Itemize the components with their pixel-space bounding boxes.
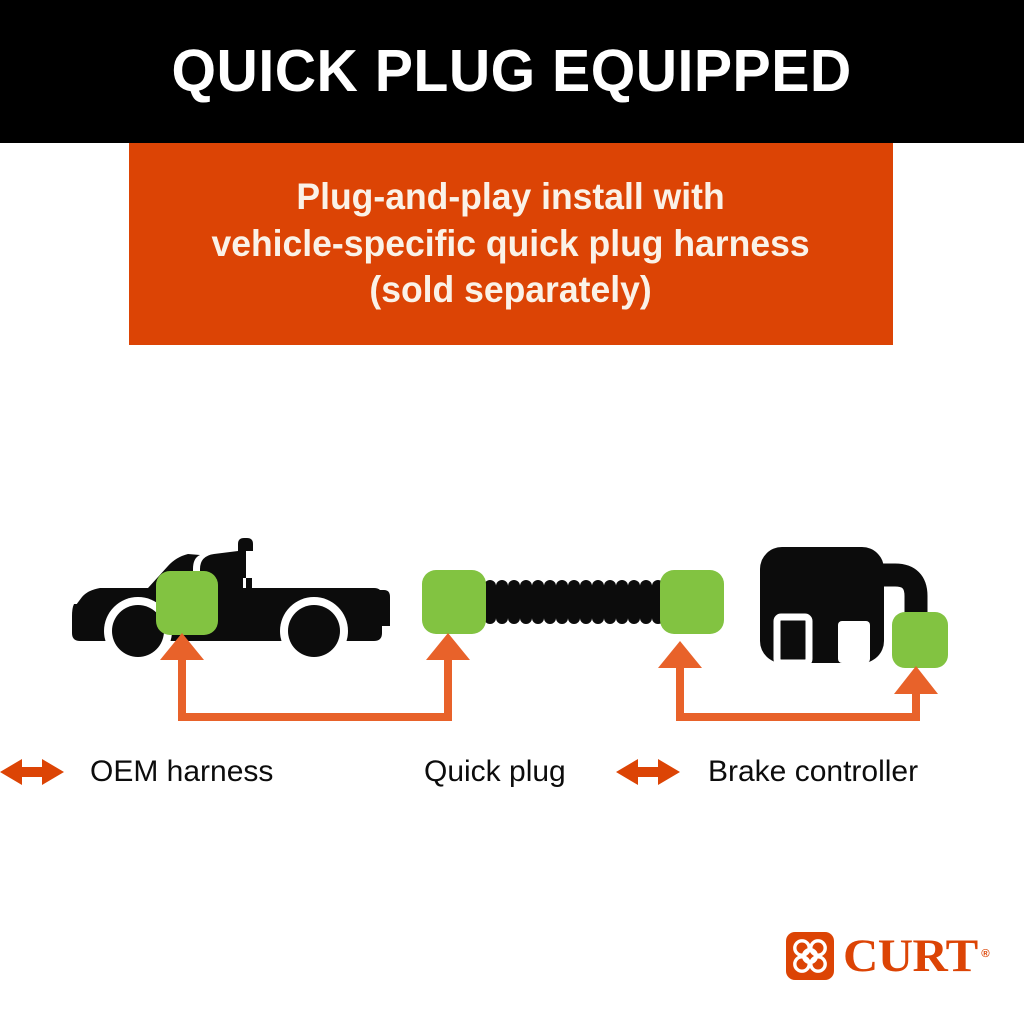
curt-wordmark: CURT ®	[843, 930, 990, 982]
label-row: OEM harness Quick plug Brake controller	[0, 748, 1024, 796]
bracket-left	[160, 633, 470, 721]
label-quick-plug: Quick plug	[424, 755, 566, 788]
header-bar: QUICK PLUG EQUIPPED	[0, 0, 1024, 143]
curt-wordmark-text: CURT	[843, 930, 978, 982]
bidirectional-arrow-icon-1	[0, 759, 64, 785]
diagram-illustration	[0, 500, 1024, 820]
curt-logo: CURT ®	[786, 930, 990, 982]
page-title: QUICK PLUG EQUIPPED	[171, 38, 853, 104]
bracket-right	[658, 641, 938, 721]
pickup-truck-icon	[72, 538, 390, 665]
bidirectional-arrow-icon-2	[616, 759, 680, 785]
brake-controller-icon	[760, 547, 948, 668]
registered-mark: ®	[981, 948, 990, 960]
curt-trefoil-icon	[786, 932, 834, 980]
subtitle-text: Plug-and-play install with vehicle-speci…	[211, 175, 811, 311]
subtitle-banner: Plug-and-play install with vehicle-speci…	[129, 143, 893, 345]
label-oem-harness: OEM harness	[90, 755, 274, 788]
quick-plug-connector-right	[660, 570, 724, 634]
brake-controller-connector	[892, 612, 948, 668]
coiled-cable-icon	[422, 570, 724, 634]
quick-plug-connector-left	[422, 570, 486, 634]
label-brake-controller: Brake controller	[708, 755, 919, 788]
oem-harness-connector	[156, 571, 218, 635]
